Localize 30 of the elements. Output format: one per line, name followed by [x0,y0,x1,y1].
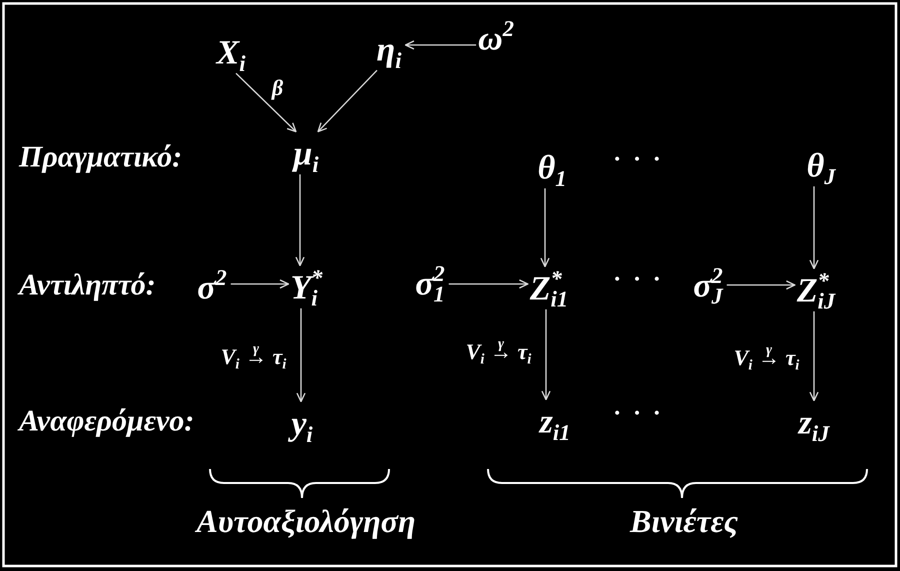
arrow [809,311,819,402]
row-label: Πραγματικό: [19,141,182,173]
math-variable: z$_{iJ}$ [796,400,834,444]
arrow [404,40,476,50]
arrow [296,308,306,402]
math-variable: η$_{i}$ [374,28,406,70]
arrow [541,309,551,400]
math-variable: θ$_{1}$ [536,146,570,188]
math-variable: σ$^{2}$ [195,266,231,308]
math-variable: μ$_{i}$ [291,132,323,174]
arrow [317,70,378,132]
arrow [448,279,529,289]
arrow [230,279,290,289]
group-label: Βινιέτες [630,505,738,539]
arrow [236,72,297,132]
arrow [726,280,796,290]
math-variable: X$_{i}$ [214,30,250,74]
arrow [809,186,819,270]
math-variable: z$_{i1}$ [538,400,574,442]
group-label: Αυτοαξιολόγηση [196,505,416,539]
ellipsis: · · · [612,262,662,298]
ellipsis: · · · [612,142,662,178]
row-label: Αντιληπτό: [19,269,156,301]
row-label: Αναφερόμενο: [19,405,194,437]
ellipsis: · · · [612,396,662,432]
math-variable: ω$^{2}$ [476,16,518,60]
math-variable: θ$_{J}$ [804,144,840,186]
math-variable: y$_{i}$ [289,402,317,444]
arrow [540,188,550,268]
arrow [295,174,305,266]
